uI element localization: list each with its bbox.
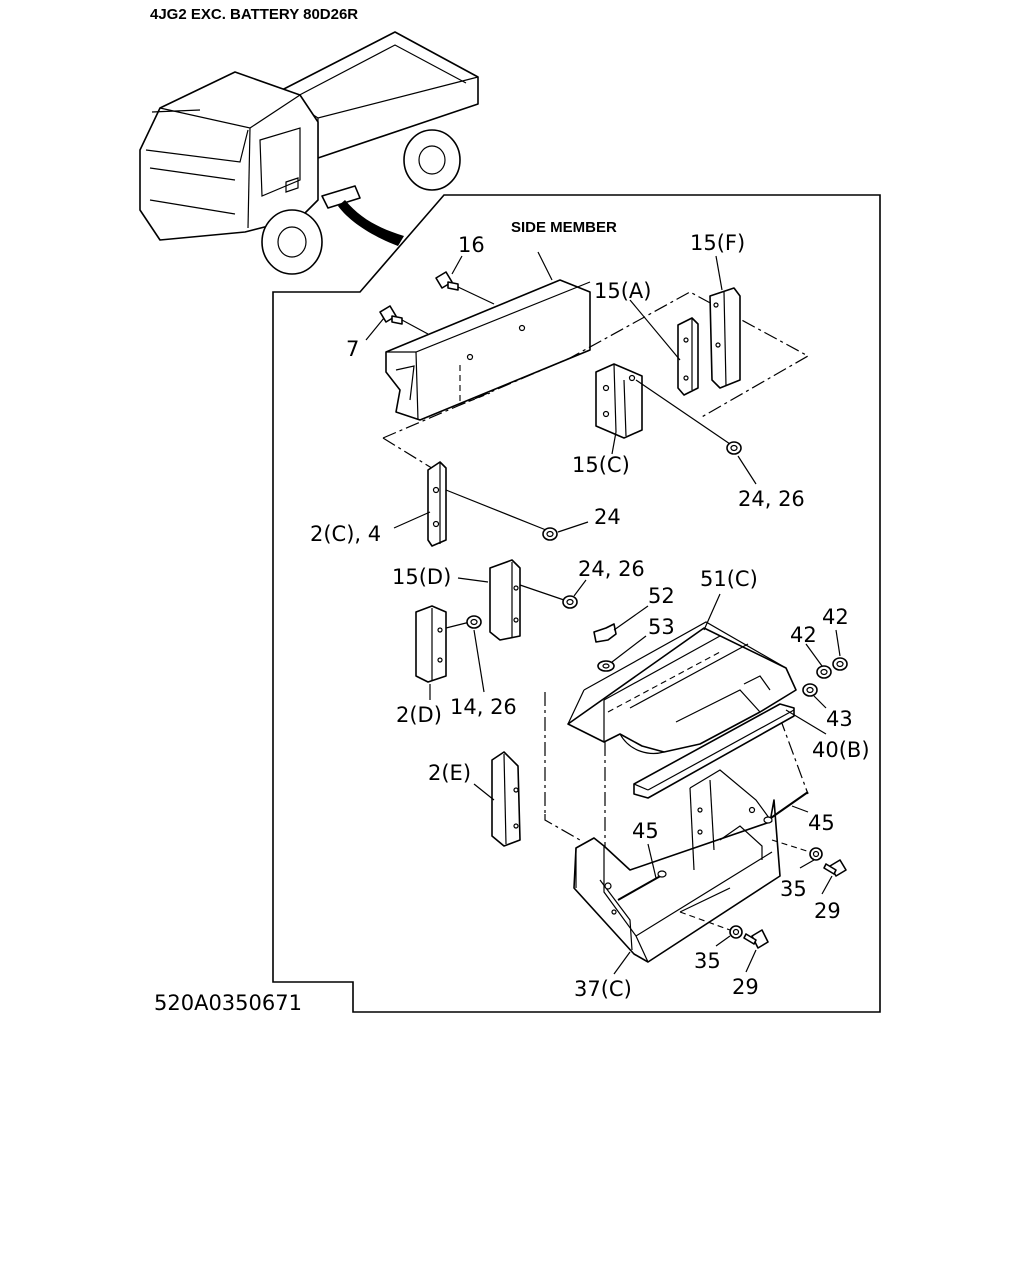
label-2c-4: 2(C), 4 (310, 522, 381, 546)
bolt-29-bottom (743, 929, 769, 949)
bracket-2c-4 (427, 461, 547, 547)
hook-bolt-45-b (763, 791, 809, 824)
bracket-15d (489, 559, 565, 641)
washer-43 (802, 683, 818, 697)
wing-nut-52 (593, 623, 617, 643)
label-29-right: 29 (814, 899, 841, 923)
diagram-title: 4JG2 EXC. BATTERY 80D26R (150, 6, 358, 23)
label-24: 24 (594, 505, 621, 529)
battery-tray-37c (573, 769, 781, 963)
truck-illustration (139, 31, 479, 275)
label-15f: 15(F) (690, 231, 745, 255)
side-member (385, 279, 591, 421)
bolt-29-right (823, 859, 847, 877)
nut-42-b (832, 657, 848, 671)
label-15d: 15(D) (392, 565, 451, 589)
label-53: 53 (648, 615, 675, 639)
washer-35-right (809, 847, 823, 861)
nut-24-26-mid (562, 595, 578, 609)
figure-id: 520A0350671 (154, 991, 302, 1015)
detail-frame (272, 194, 881, 1013)
hook-bolt-45-a (617, 870, 667, 901)
label-15a: 15(A) (594, 279, 651, 303)
nut-14-26 (466, 615, 482, 629)
bracket-15a (677, 317, 699, 396)
washer-53 (597, 660, 615, 672)
label-24-26-top: 24, 26 (738, 487, 805, 511)
label-15c: 15(C) (572, 453, 630, 477)
label-7: 7 (346, 337, 359, 361)
label-2e: 2(E) (428, 761, 471, 785)
bracket-2e (491, 751, 521, 847)
leader-lines (365, 251, 841, 975)
nut-24 (542, 527, 558, 541)
bracket-2d (415, 605, 471, 683)
label-29-bottom: 29 (732, 975, 759, 999)
label-37c: 37(C) (574, 977, 632, 1001)
label-16: 16 (458, 233, 485, 257)
nut-24-26-top (726, 441, 742, 455)
battery-cover-51c (567, 621, 797, 755)
label-35-right: 35 (780, 877, 807, 901)
label-51c: 51(C) (700, 567, 758, 591)
label-42-a: 42 (790, 623, 817, 647)
label-2d: 2(D) (396, 703, 442, 727)
label-40b: 40(B) (812, 738, 870, 762)
label-24-26-mid: 24, 26 (578, 557, 645, 581)
washer-35-bottom (729, 925, 743, 939)
hold-bar-40b (633, 703, 795, 799)
label-45-b: 45 (808, 811, 835, 835)
label-35-bottom: 35 (694, 949, 721, 973)
nut-42-a (816, 665, 832, 679)
label-14-26: 14, 26 (450, 695, 517, 719)
assembly-centerlines (382, 291, 810, 848)
label-42-b: 42 (822, 605, 849, 629)
bolt-16 (435, 271, 495, 305)
label-43: 43 (826, 707, 853, 731)
label-45-a: 45 (632, 819, 659, 843)
bracket-15c (595, 363, 643, 439)
label-52: 52 (648, 584, 675, 608)
bracket-15f (709, 287, 741, 389)
label-side-member: SIDE MEMBER (511, 219, 617, 236)
part-labels: SIDE MEMBER 16 7 15(F) 15(A) 15(C) 24, 2… (310, 219, 870, 1001)
bolt-7 (379, 305, 429, 335)
